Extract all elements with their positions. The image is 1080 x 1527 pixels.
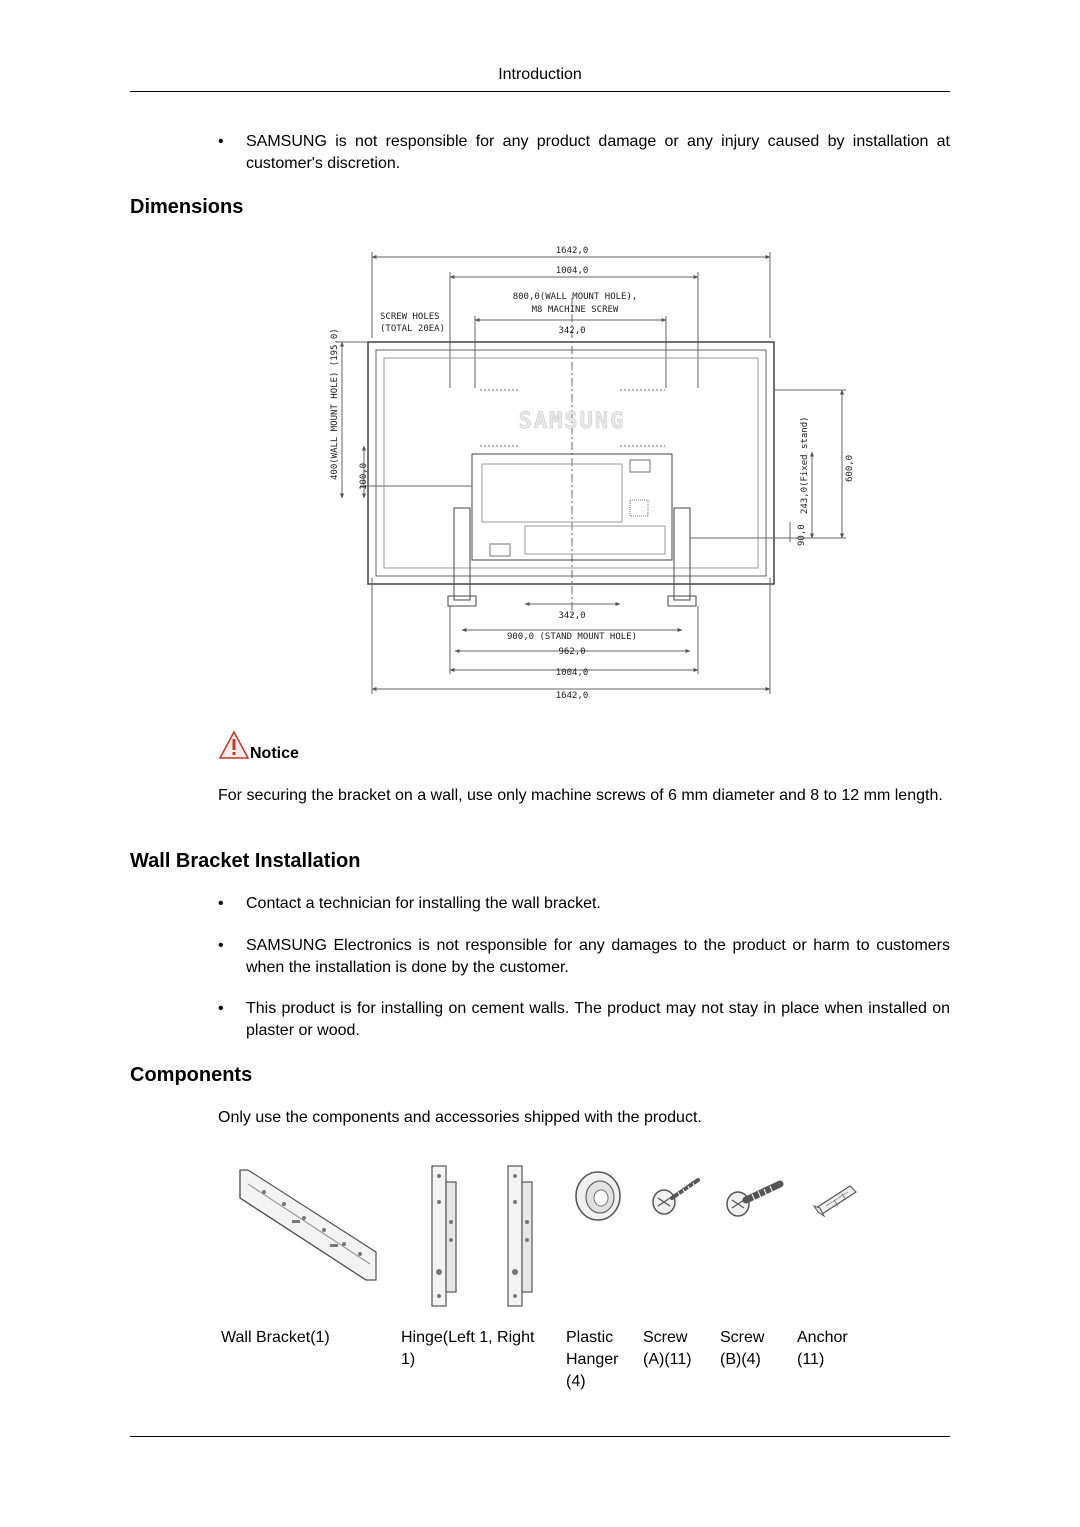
warning-triangle-icon bbox=[218, 730, 250, 759]
wall-bracket-bullet: • SAMSUNG Electronics is not responsible… bbox=[218, 935, 950, 979]
brand-watermark: SAMSUNG bbox=[519, 409, 626, 434]
component-label-line: Screw bbox=[643, 1329, 688, 1346]
component-label-hinge: Hinge(Left 1, Right 1) bbox=[401, 1327, 561, 1371]
component-label-line: Screw bbox=[720, 1329, 765, 1346]
wall-bracket-heading: Wall Bracket Installation bbox=[130, 850, 361, 872]
notice-label: Notice bbox=[250, 745, 299, 762]
component-label-line: (11) bbox=[797, 1351, 825, 1368]
components-intro: Only use the components and accessories … bbox=[218, 1109, 702, 1126]
wall-bracket-bullet: • This product is for installing on ceme… bbox=[218, 998, 950, 1042]
dim-right-600: 600,0 bbox=[845, 455, 855, 482]
component-label-line: (A)(11) bbox=[643, 1351, 692, 1368]
bullet-marker: • bbox=[218, 133, 224, 150]
dimensions-drawing: SAMSUNG 1642,0 1004,0 800,0(WALL MOUNT H… bbox=[330, 246, 855, 701]
page-header-title: Introduction bbox=[498, 66, 582, 83]
dim-stand-mount: 900,0 (STAND MOUNT HOLE) bbox=[507, 632, 637, 642]
dim-bottom-962: 962,0 bbox=[558, 647, 585, 657]
bullet-marker: • bbox=[218, 937, 224, 954]
screw-holes-line1: SCREW HOLES bbox=[380, 312, 440, 322]
component-label-plastic-hanger: Plastic Hanger (4) bbox=[566, 1327, 638, 1393]
anchor-icon bbox=[812, 1185, 857, 1218]
component-label-anchor: Anchor (11) bbox=[797, 1327, 877, 1371]
hinge-right-icon bbox=[507, 1165, 533, 1307]
header-divider bbox=[130, 91, 950, 92]
wall-bracket-bullet-text: SAMSUNG Electronics is not responsible f… bbox=[246, 937, 950, 976]
intro-bullet: • SAMSUNG is not responsible for any pro… bbox=[218, 131, 950, 175]
component-label-wall-bracket: Wall Bracket(1) bbox=[221, 1327, 381, 1349]
dim-left-100: 100,0 bbox=[359, 463, 369, 490]
wall-bracket-bullet-text: Contact a technician for installing the … bbox=[246, 895, 601, 912]
component-label-line: Wall Bracket(1) bbox=[221, 1329, 330, 1346]
intro-bullet-text: SAMSUNG is not responsible for any produ… bbox=[246, 133, 950, 172]
component-label-line: (B)(4) bbox=[720, 1351, 761, 1368]
component-label-line: Anchor bbox=[797, 1329, 848, 1346]
dim-top-1004: 1004,0 bbox=[556, 266, 589, 276]
dim-right-fixed-stand: 243,0(Fixed stand) bbox=[800, 416, 810, 514]
components-heading: Components bbox=[130, 1064, 253, 1086]
dim-top-342: 342,0 bbox=[558, 326, 585, 336]
component-label-line: Hanger bbox=[566, 1351, 619, 1368]
wall-bracket-bullet-text: This product is for installing on cement… bbox=[246, 1000, 950, 1039]
notice-text: For securing the bracket on a wall, use … bbox=[218, 787, 943, 804]
dim-right-90: 90,0 bbox=[797, 524, 807, 546]
component-label-screw-b: Screw (B)(4) bbox=[720, 1327, 792, 1371]
component-label-line: Plastic bbox=[566, 1329, 614, 1346]
screw-holes-line2: (TOTAL 20EA) bbox=[380, 324, 445, 334]
hinge-left-icon bbox=[431, 1165, 457, 1307]
dim-wall-mount-line1: 800,0(WALL MOUNT HOLE), bbox=[513, 292, 638, 302]
bullet-marker: • bbox=[218, 1000, 224, 1017]
footer-divider bbox=[130, 1436, 950, 1437]
dim-bottom-overall: 1642,0 bbox=[556, 691, 589, 701]
dim-top-overall: 1642,0 bbox=[556, 246, 589, 256]
screw-a-icon bbox=[652, 1178, 700, 1215]
wall-bracket-bullet: • Contact a technician for installing th… bbox=[218, 893, 950, 915]
component-label-screw-a: Screw (A)(11) bbox=[643, 1327, 715, 1371]
component-label-line: 1) bbox=[401, 1351, 416, 1368]
dim-bottom-342: 342,0 bbox=[558, 611, 585, 621]
dimensions-heading: Dimensions bbox=[130, 196, 244, 218]
component-label-line: (4) bbox=[566, 1373, 586, 1390]
dim-wall-mount-line2: M8 MACHINE SCREW bbox=[532, 305, 619, 315]
plastic-hanger-icon bbox=[575, 1171, 621, 1221]
component-label-line: Hinge(Left 1, Right bbox=[401, 1329, 535, 1346]
dim-bottom-1004: 1004,0 bbox=[556, 668, 589, 678]
screw-b-icon bbox=[726, 1180, 784, 1217]
bullet-marker: • bbox=[218, 895, 224, 912]
wall-bracket-icon bbox=[239, 1169, 377, 1281]
dim-left-wall-mount: 400(WALL MOUNT HOLE) (195,0) bbox=[330, 328, 340, 480]
